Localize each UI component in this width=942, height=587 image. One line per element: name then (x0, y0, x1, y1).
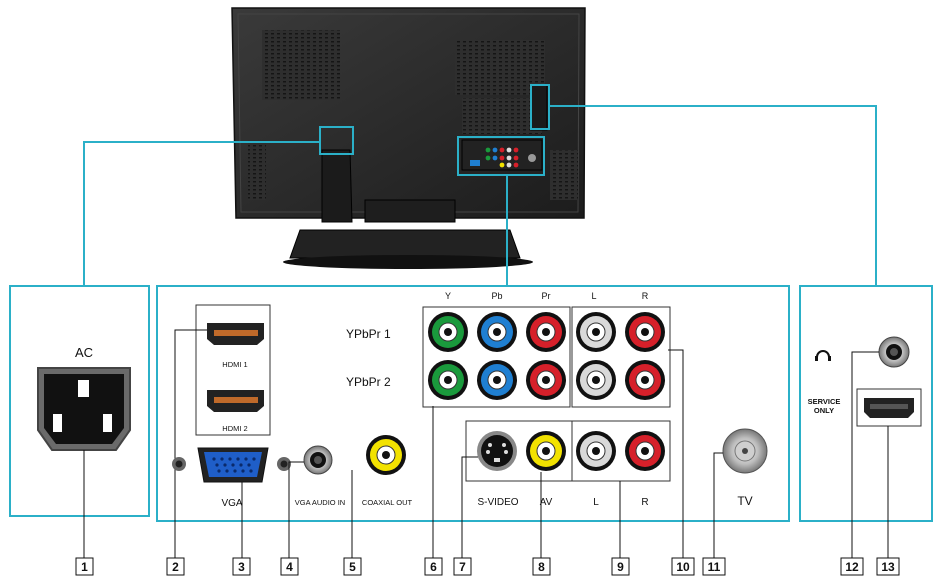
leader-7 (461, 456, 478, 558)
callout-7: 7 (453, 557, 472, 576)
callout-8: 8 (532, 557, 551, 576)
vga-audio-jack (303, 445, 333, 475)
leader-10 (668, 349, 684, 558)
l-top-label: L (591, 291, 596, 301)
vga-label: VGA (221, 498, 242, 509)
vga-port-icon (197, 447, 269, 483)
ypbpr1-label: YPbPr 1 (346, 327, 391, 341)
hdmi-port-icon (207, 390, 264, 412)
service-label-line2: ONLY (814, 406, 834, 415)
leader-12 (851, 351, 879, 558)
hdmi-port-icon (856, 388, 922, 427)
pr-label: Pr (542, 291, 551, 301)
r-bottom-label: R (641, 497, 648, 508)
callout-3: 3 (232, 557, 251, 576)
callout-9-text: 9 (617, 560, 624, 574)
rca-jack-blue (477, 312, 517, 352)
ac-label: AC (75, 345, 93, 360)
ypbpr-box (422, 306, 571, 408)
rca-jack-green (428, 312, 468, 352)
callout-4-text: 4 (286, 560, 293, 574)
coaxial-out-label: COAXIAL OUT (362, 498, 413, 507)
leader-2 (174, 329, 207, 558)
callout-3-text: 3 (238, 560, 245, 574)
callout-6: 6 (424, 557, 443, 576)
tv-rear-view (231, 7, 586, 269)
callout-11: 11 (702, 557, 726, 576)
callout-13-text: 13 (881, 560, 895, 574)
callout-2: 2 (166, 557, 185, 576)
rca-jack-green (428, 360, 468, 400)
callout-1-text: 1 (81, 560, 88, 574)
vga-screw-right (277, 457, 291, 471)
hdmi2-label: HDMI 2 (222, 424, 247, 433)
callout-4: 4 (280, 557, 299, 576)
leader-11 (713, 452, 723, 558)
rca-jack-red (526, 360, 566, 400)
vga-audio-in-label: VGA AUDIO IN (295, 498, 345, 507)
callout-2-text: 2 (172, 560, 179, 574)
av-audio-box (571, 420, 671, 482)
tv-label: TV (737, 494, 752, 508)
rca-jack-yellow (526, 431, 566, 471)
callout-8-text: 8 (538, 560, 545, 574)
rca-jack-red (625, 431, 665, 471)
l-bottom-label: L (593, 497, 599, 508)
ypbpr2-label: YPbPr 2 (346, 375, 391, 389)
callout-11-text: 11 (708, 560, 721, 574)
av-label: AV (540, 497, 553, 508)
svideo-jack (477, 431, 517, 471)
rca-jack-blue (477, 360, 517, 400)
leader-4 (288, 461, 304, 558)
callout-12-text: 12 (845, 560, 859, 574)
headphone-jack (878, 336, 910, 368)
r-top-label: R (642, 291, 649, 301)
callout-1: 1 (75, 557, 94, 576)
callout-5-text: 5 (349, 560, 356, 574)
pb-label: Pb (491, 291, 502, 301)
rca-jack-white (576, 312, 616, 352)
rca-jack-red (526, 312, 566, 352)
service-label-line1: SERVICE (808, 397, 841, 406)
callout-10-text: 10 (676, 560, 690, 574)
hdmi-port-icon (207, 323, 264, 345)
headphone-icon (815, 350, 831, 361)
rca-jack-white (576, 431, 616, 471)
rca-jack-red (625, 360, 665, 400)
rca-jack-white (576, 360, 616, 400)
svideo-label: S-VIDEO (477, 497, 518, 508)
callout-9: 9 (611, 557, 630, 576)
callout-12: 12 (840, 557, 864, 576)
callout-7-text: 7 (459, 560, 466, 574)
hdmi1-label: HDMI 1 (222, 360, 247, 369)
callout-6-text: 6 (430, 560, 437, 574)
callout-13: 13 (876, 557, 900, 576)
vga-screw-left (172, 457, 186, 471)
leader-lines (83, 84, 877, 286)
y-label: Y (445, 291, 451, 301)
tv-antenna-jack (722, 428, 768, 474)
ac-socket-icon (37, 367, 131, 451)
callout-5: 5 (343, 557, 362, 576)
ypbpr-audio-box (571, 306, 671, 408)
rca-jack-red (625, 312, 665, 352)
coaxial-out-jack (366, 435, 406, 475)
callout-10: 10 (671, 557, 695, 576)
hdmi-group-box (195, 304, 271, 436)
